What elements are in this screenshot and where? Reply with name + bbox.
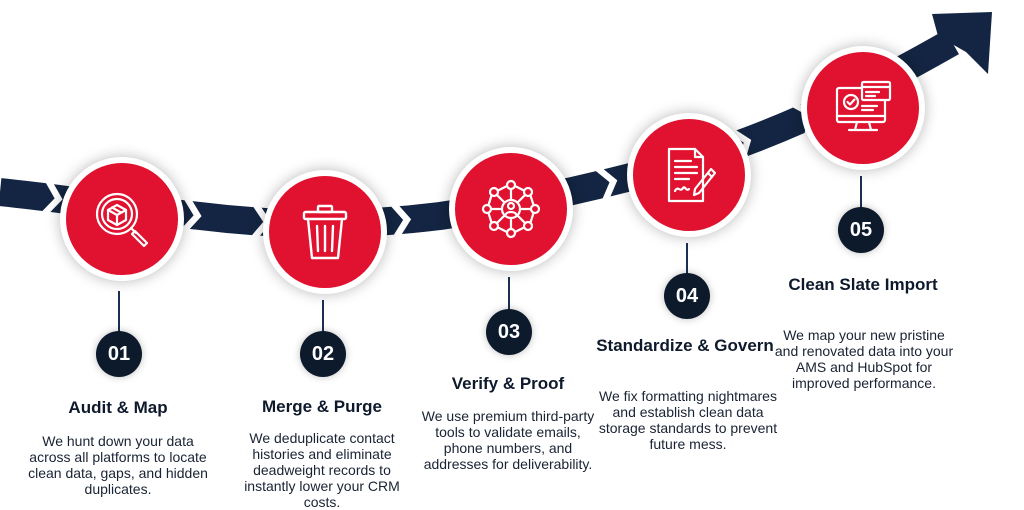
- step-5-description: We map your new pristine and renovated d…: [774, 327, 954, 391]
- network-user-icon: [481, 179, 541, 239]
- step-5-icon-circle: [801, 46, 925, 170]
- step-3-icon-circle: [449, 147, 573, 271]
- step-4-title: Standardize & Govern: [596, 336, 774, 355]
- step-4-connector: [686, 243, 688, 275]
- step-1-number: 01: [96, 331, 142, 377]
- chevron-mark: [389, 204, 412, 237]
- step-2-title: Merge & Purge: [262, 397, 382, 416]
- monitor-check-icon: [835, 80, 892, 132]
- step-3-description: We use premium third-party tools to vali…: [421, 408, 595, 472]
- step-5-title: Clean Slate Import: [788, 275, 938, 294]
- step-2-connector: [322, 300, 324, 332]
- step-4-number: 04: [664, 273, 710, 319]
- step-5-number: 05: [838, 207, 884, 253]
- chevron-mark: [40, 180, 63, 214]
- step-3-connector: [508, 277, 510, 311]
- chevron-mark: [594, 167, 618, 201]
- step-1-description: We hunt down your data across all platfo…: [28, 433, 208, 497]
- step-2-description: We deduplicate contact histories and eli…: [244, 430, 400, 510]
- step-2-icon-circle: [263, 170, 387, 294]
- step-1-icon-circle: [60, 157, 184, 281]
- step-3-title: Verify & Proof: [451, 374, 565, 393]
- chevron-mark: [180, 198, 202, 231]
- arrowhead: [932, 12, 992, 74]
- step-4-description: We fix formatting nightmares and establi…: [598, 388, 778, 452]
- step-4-icon-circle: [627, 113, 751, 237]
- trash-can-icon: [302, 204, 348, 260]
- step-5-connector: [860, 176, 862, 210]
- box-magnifier-icon: [95, 192, 149, 248]
- step-2-number: 02: [300, 331, 346, 377]
- step-1-connector: [118, 291, 120, 333]
- step-3-number: 03: [486, 309, 532, 355]
- step-1-title: Audit & Map: [68, 398, 168, 417]
- document-pen-icon: [667, 147, 717, 203]
